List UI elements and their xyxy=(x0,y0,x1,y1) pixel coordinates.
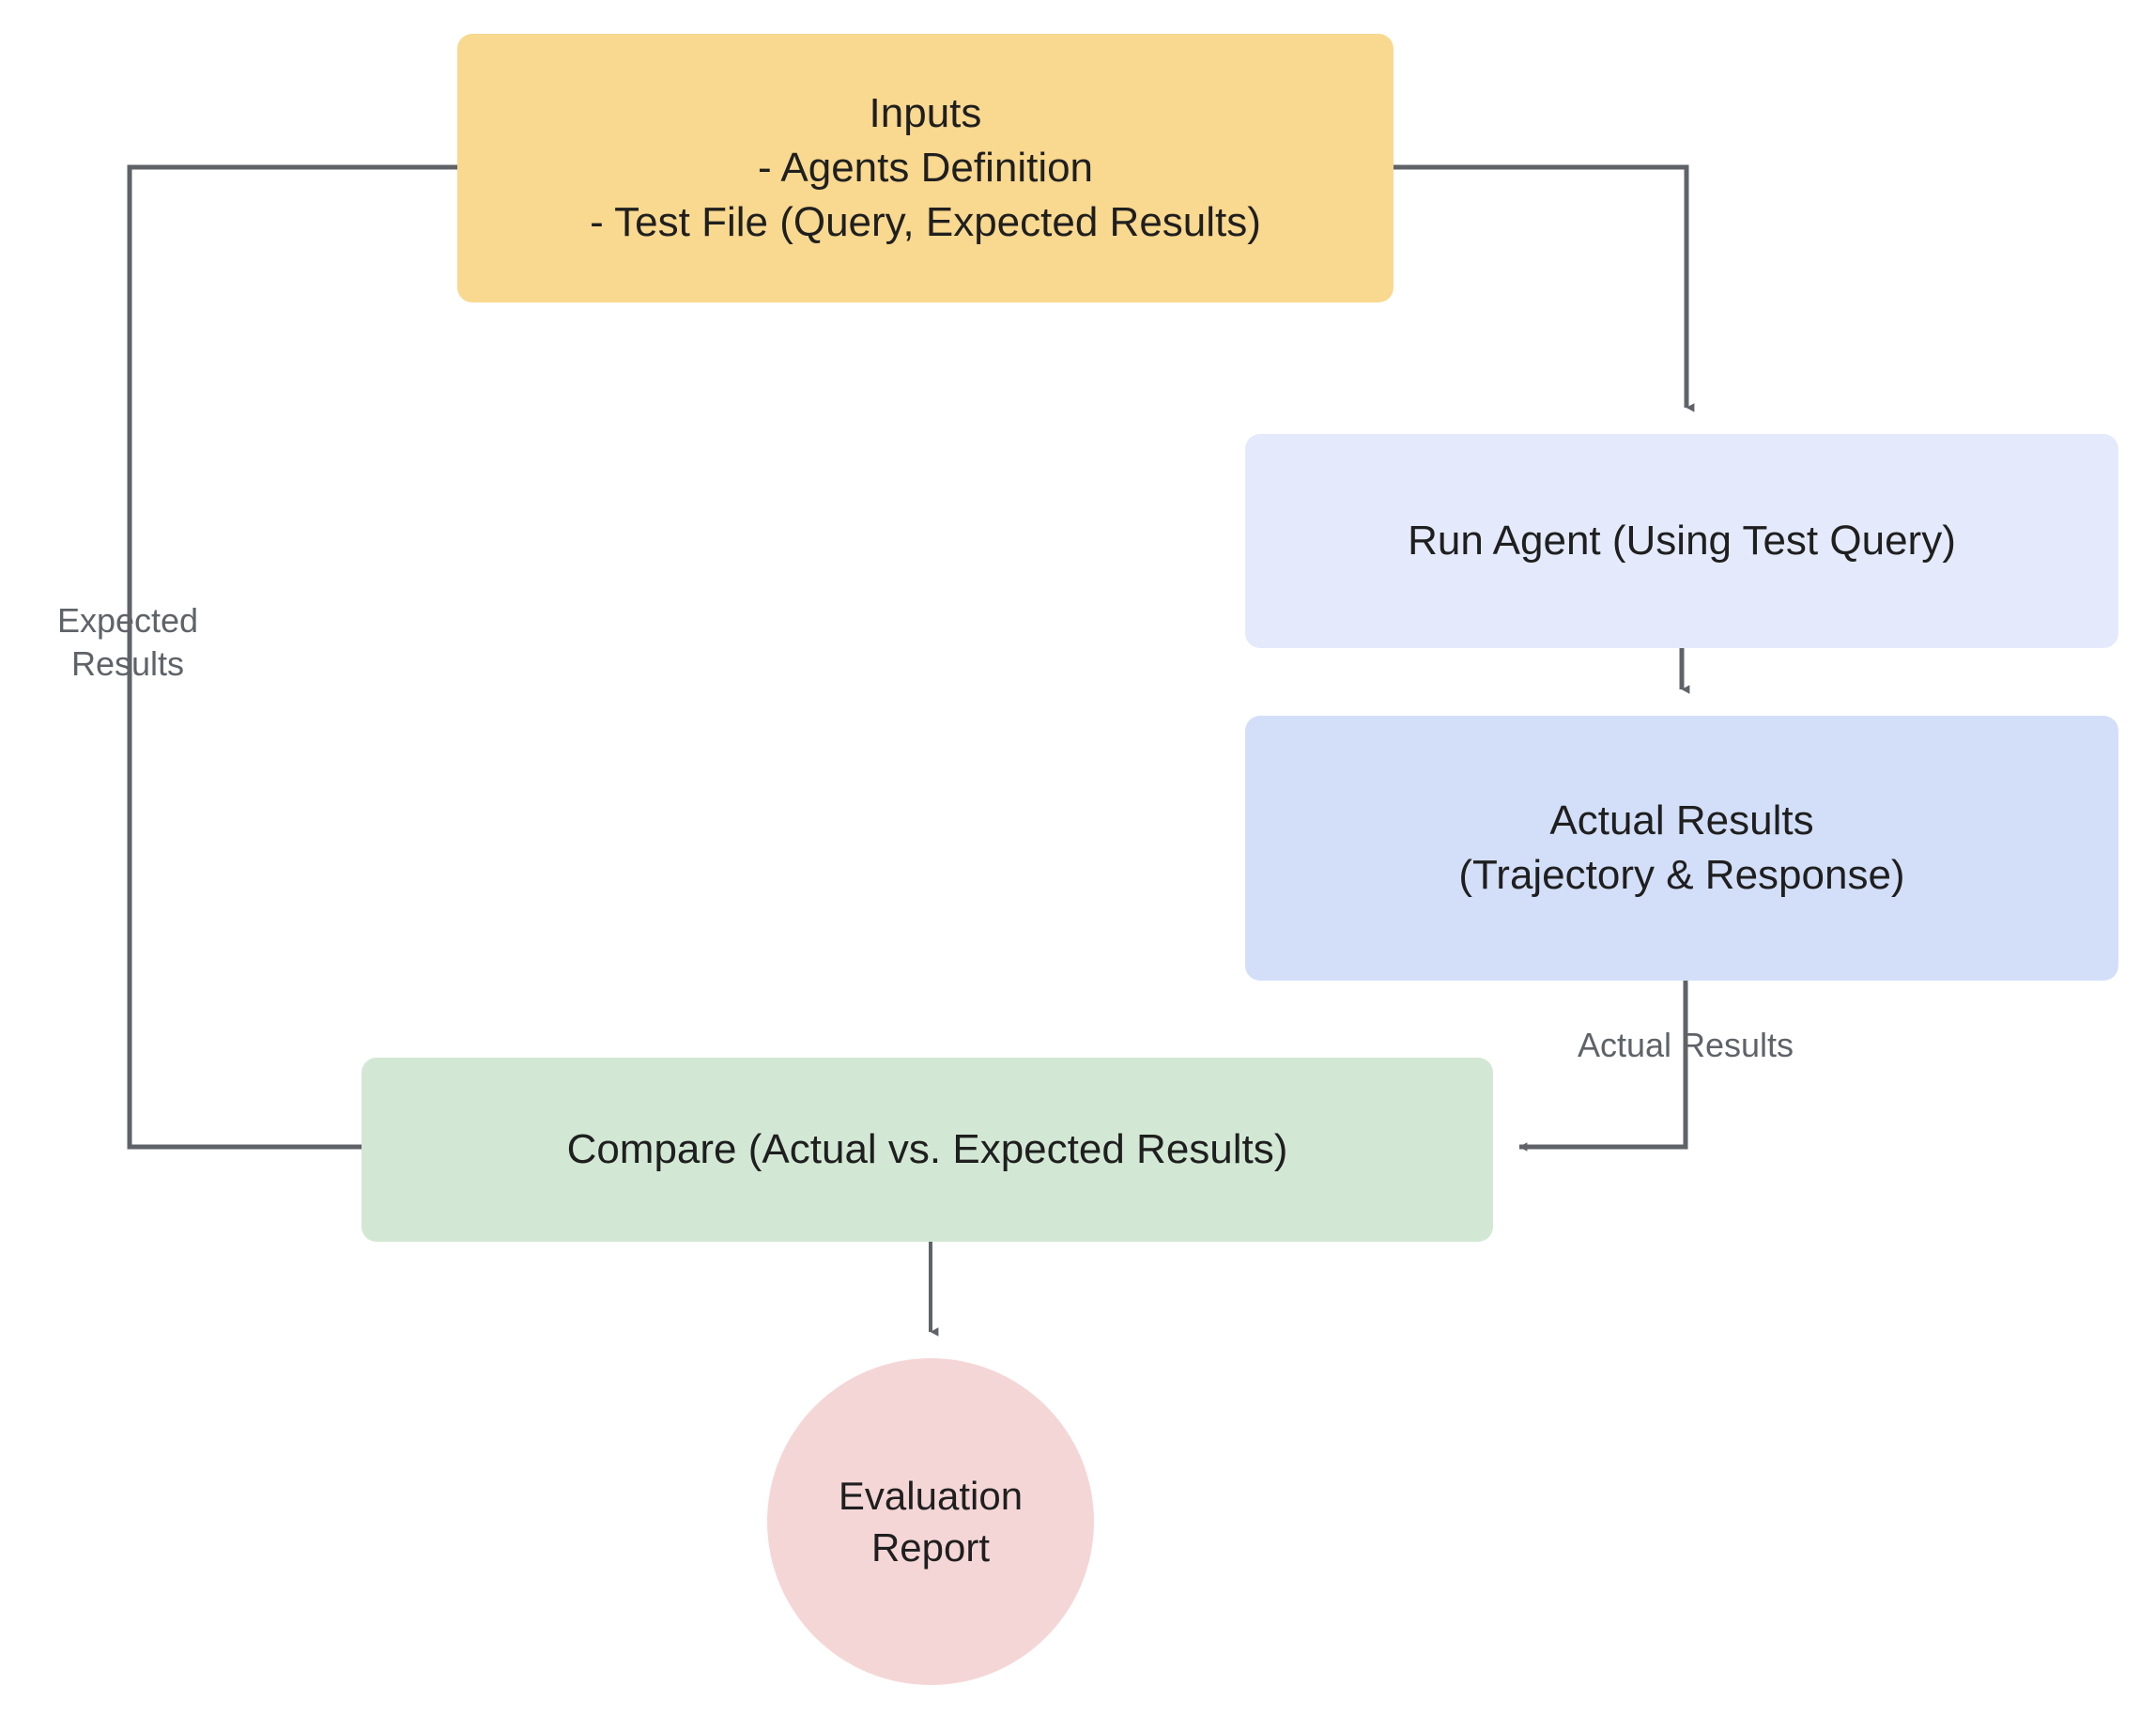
node-run-agent[interactable]: Run Agent (Using Test Query) xyxy=(1245,434,2118,648)
edge-label-actual-results: Actual Results xyxy=(1577,1026,1794,1064)
node-inputs[interactable]: Inputs - Agents Definition - Test File (… xyxy=(457,34,1394,302)
edge-label-expected-results: Expected Results xyxy=(56,601,199,684)
node-actual-results[interactable]: Actual Results (Trajectory & Response) xyxy=(1245,716,2118,981)
edge-inputs-to-run-agent xyxy=(1394,164,1695,412)
node-compare[interactable]: Compare (Actual vs. Expected Results) xyxy=(362,1058,1493,1242)
edge-inputs-to-compare xyxy=(127,164,1468,1152)
node-evaluation-report[interactable]: Evaluation Report xyxy=(767,1358,1094,1685)
